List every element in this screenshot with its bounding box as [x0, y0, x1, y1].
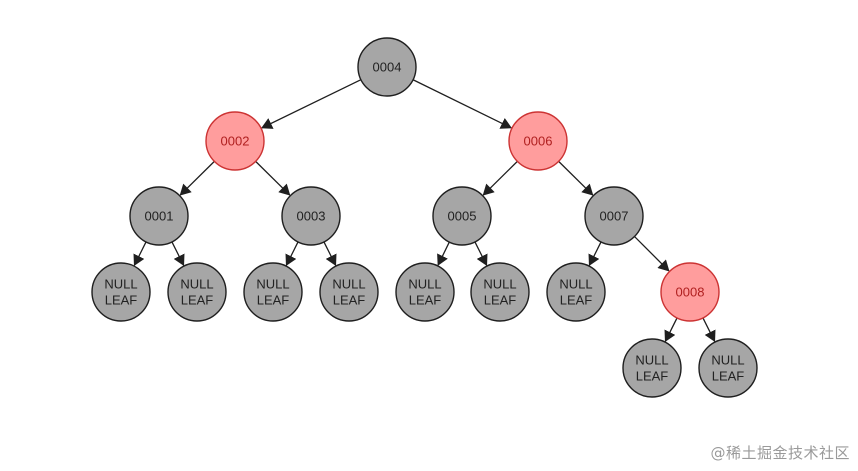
- black-node-circle: [319, 262, 379, 322]
- edge-n4-to-n6: [412, 79, 512, 129]
- edge-n2-to-n3: [255, 160, 291, 196]
- edge-n7-to-l7a: [588, 241, 602, 267]
- node-label: NULL: [408, 277, 441, 292]
- tree-node-0006: 0006: [508, 111, 568, 171]
- node-label: LEAF: [409, 293, 442, 308]
- node-label: LEAF: [105, 293, 138, 308]
- tree-node-0001: 0001: [129, 186, 189, 246]
- node-label: LEAF: [333, 293, 366, 308]
- black-node-circle: [698, 338, 758, 398]
- node-label: 0004: [373, 60, 402, 75]
- edge-n8-to-l8b: [702, 317, 716, 343]
- edge-n8-to-l8a: [664, 317, 678, 343]
- edge-n7-to-n8: [634, 236, 670, 272]
- red-node-circle: [660, 262, 720, 322]
- black-node-circle: [167, 262, 227, 322]
- tree-node-0004: 0004: [357, 37, 417, 97]
- node-label: 0008: [676, 285, 705, 300]
- edge-n3-to-l3b: [323, 241, 337, 267]
- red-node-circle: [205, 111, 265, 171]
- black-node-circle: [281, 186, 341, 246]
- node-label: LEAF: [257, 293, 290, 308]
- black-node-circle: [357, 37, 417, 97]
- tree-node-0007: 0007: [584, 186, 644, 246]
- black-node-circle: [129, 186, 189, 246]
- tree-node-0003: 0003: [281, 186, 341, 246]
- node-label: NULL: [104, 277, 137, 292]
- edge-n5-to-l5b: [474, 241, 488, 267]
- black-node-circle: [91, 262, 151, 322]
- node-label: LEAF: [560, 293, 593, 308]
- node-label: LEAF: [712, 369, 745, 384]
- edge-n1-to-l1b: [171, 241, 185, 267]
- node-label: NULL: [635, 353, 668, 368]
- node-label: NULL: [559, 277, 592, 292]
- node-label: NULL: [256, 277, 289, 292]
- black-node-circle: [243, 262, 303, 322]
- node-label: NULL: [180, 277, 213, 292]
- black-node-circle: [584, 186, 644, 246]
- node-label: NULL: [711, 353, 744, 368]
- node-label: NULL: [483, 277, 516, 292]
- tree-node-0005: 0005: [432, 186, 492, 246]
- black-node-circle: [622, 338, 682, 398]
- edge-n6-to-n5: [482, 160, 518, 196]
- node-label: LEAF: [181, 293, 214, 308]
- node-label: 0005: [448, 209, 477, 224]
- tree-node-0008: 0008: [660, 262, 720, 322]
- edge-n3-to-l3a: [285, 241, 299, 267]
- black-node-circle: [432, 186, 492, 246]
- black-node-circle: [470, 262, 530, 322]
- node-label: NULL: [332, 277, 365, 292]
- edge-n2-to-n1: [179, 160, 215, 196]
- tree-node-0002: 0002: [205, 111, 265, 171]
- edge-n1-to-l1a: [133, 241, 147, 267]
- node-label: LEAF: [636, 369, 669, 384]
- edge-n6-to-n7: [558, 160, 594, 196]
- node-label: LEAF: [484, 293, 517, 308]
- watermark-text: @稀土掘金技术社区: [710, 444, 850, 462]
- edge-n5-to-l5a: [437, 241, 450, 266]
- black-node-circle: [546, 262, 606, 322]
- node-label: 0002: [221, 134, 250, 149]
- edges-layer: [133, 79, 716, 343]
- node-label: 0003: [297, 209, 326, 224]
- node-label: 0007: [600, 209, 629, 224]
- red-node-circle: [508, 111, 568, 171]
- black-node-circle: [395, 262, 455, 322]
- node-label: 0006: [524, 134, 553, 149]
- edge-n4-to-n2: [261, 79, 362, 129]
- node-label: 0001: [145, 209, 174, 224]
